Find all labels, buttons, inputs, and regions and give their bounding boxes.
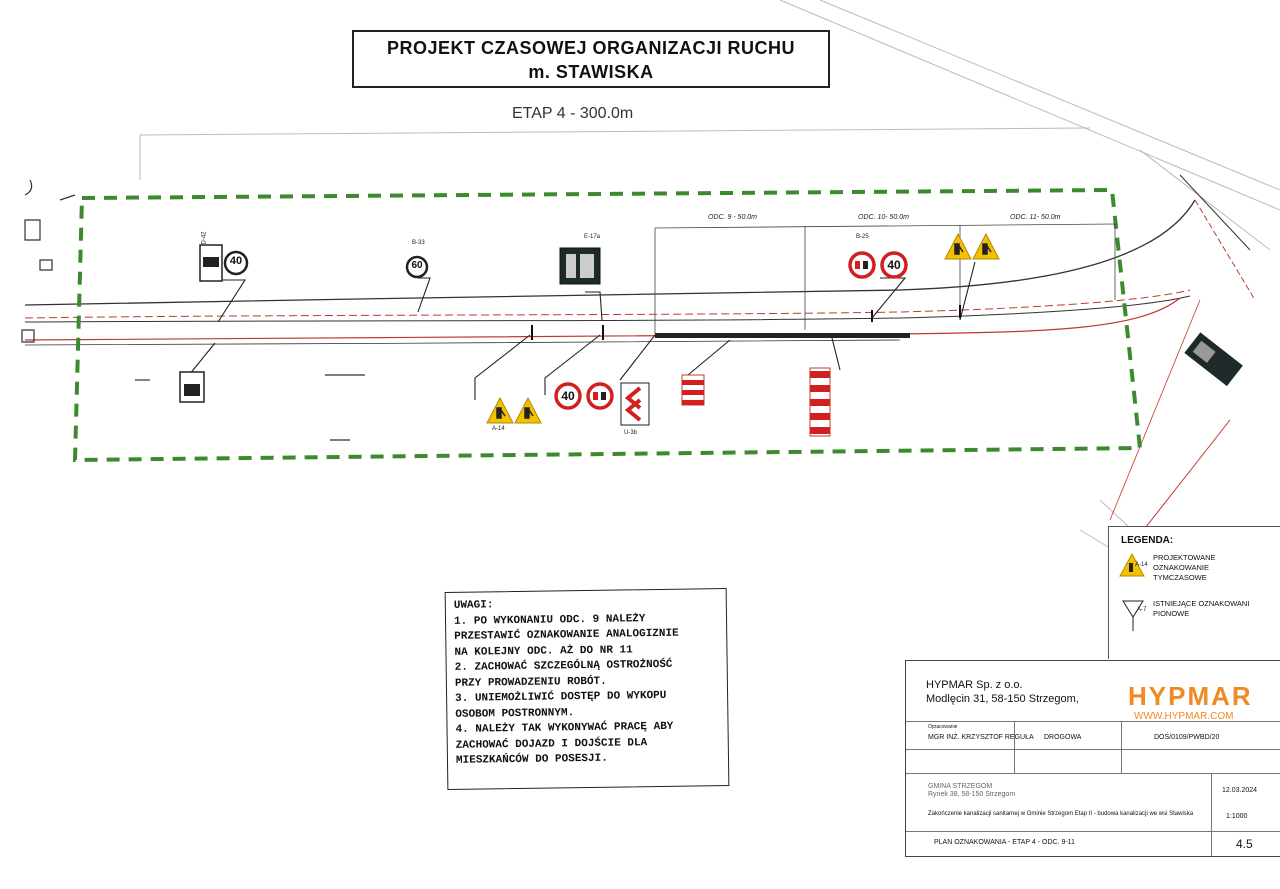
speed-limit-60: 60: [411, 260, 423, 271]
work-zone-boundary: [72, 187, 1143, 463]
drawing-name: PLAN OZNAKOWANIA - ETAP 4 - ODC. 9-11: [934, 839, 1075, 846]
roadworks-warning-icon: [486, 396, 542, 424]
title-block: HYPMAR Sp. z o.o. Modlęcin 31, 58-150 St…: [905, 660, 1280, 857]
investor-name: GMINA STRZEGOM: [928, 783, 993, 790]
barrier-large: [809, 367, 831, 442]
legend-item1-line2: OZNAKOWANIE: [1153, 563, 1209, 572]
drawing-title-box: PROJEKT CZASOWEJ ORGANIZACJI RUCHU m. ST…: [352, 30, 830, 88]
investor-address: Rynek 38, 58-150 Strzegom: [928, 791, 1016, 798]
barrier-small: [681, 374, 705, 411]
d42-sign-icon: [199, 244, 249, 282]
sheet-number: 4.5: [1236, 837, 1253, 851]
chevron-board-icon: [620, 382, 650, 426]
road-end-sign-icon: [179, 371, 205, 403]
company-website: WWW.HYPMAR.COM: [1134, 711, 1234, 722]
legend-item1-text: PROJEKTOWANE OZNAKOWANIE TYMCZASOWE: [1153, 553, 1216, 583]
excavation-strip: [655, 333, 910, 338]
e17a-board-icon: [559, 247, 601, 285]
b25-code: B-25: [856, 234, 869, 240]
designer-name: MGR INŻ. KRZYSZTOF REGUŁA: [928, 734, 1034, 741]
barrier-icon: [809, 367, 831, 437]
sign-a14-pair-upper: [944, 232, 1000, 267]
a14-code: A-14: [492, 426, 505, 432]
company-address: Modlęcin 31, 58-150 Strzegom,: [926, 693, 1079, 705]
segment-label-10: ODC. 10- 50.0m: [858, 214, 909, 221]
road-edges: [24, 174, 1256, 561]
hypmar-logo: HYPMAR: [1128, 681, 1253, 711]
legend-code-2: A-7: [1137, 607, 1147, 613]
segment-label-9: ODC. 9 - 50.0m: [708, 214, 758, 221]
barrier-icon: [681, 374, 705, 406]
existing-sign-icon: [1122, 600, 1144, 631]
legend-item2-line2: PIONOWE: [1153, 609, 1190, 618]
sign-lower-left: [178, 370, 206, 409]
drawing-scale: 1:1000: [1226, 813, 1248, 820]
drawing-title-line2: m. STAWISKA: [528, 62, 654, 82]
sign-b25-speed40-right: 40 B-25: [848, 234, 910, 285]
legend-item2-line1: ISTNIEJĄCE OZNAKOWANI: [1153, 599, 1250, 608]
speed-sign-icon: [554, 382, 614, 410]
notes-box: UWAGI: 1. PO WYKONANIU ODC. 9 NALEŻY PRZ…: [444, 588, 730, 790]
legend-title: LEGENDA:: [1121, 535, 1174, 546]
e17a-code: E-17a: [584, 234, 601, 240]
company-name: HYPMAR Sp. z o.o.: [926, 679, 1023, 691]
note-line: MIESZKAŃCÓW DO POSESJI.: [455, 752, 608, 767]
d42-code: D-42: [201, 231, 208, 245]
segment-label-11: ODC. 11- 50.0m: [1010, 214, 1061, 221]
sign-b33-speed60: 60 B-33: [404, 240, 430, 285]
legend-code-1: A-14: [1135, 562, 1148, 568]
speed-limit-40-lower: 40: [561, 389, 575, 403]
info-board-icon: [1184, 332, 1243, 387]
speed-limit-40-upper: 40: [229, 255, 243, 267]
speed-sign-icon: [405, 255, 429, 279]
drawing-title-line1: PROJEKT CZASOWEJ ORGANIZACJI RUCHU: [386, 38, 796, 58]
legend-item1-line1: PROJEKTOWANE: [1153, 553, 1216, 562]
project-name: Zakończenie kanalizacji sanitarnej w Gmi…: [928, 811, 1194, 817]
stage-label: ETAP 4 - 300.0m: [512, 105, 634, 122]
legend-item1-line3: TYMCZASOWE: [1153, 573, 1207, 582]
legend-item2-text: ISTNIEJĄCE OZNAKOWANI PIONOWE: [1153, 599, 1249, 619]
drawing-date: 12.03.2024: [1222, 787, 1258, 794]
license-number: DOŚ/0109/PWBD/20: [1154, 734, 1220, 741]
roadworks-warning-icon: [1119, 553, 1145, 577]
b33-code: B-33: [412, 240, 425, 246]
sign-e17a: E-17a: [558, 234, 602, 295]
sign-d42-speed40: 40 D-42: [198, 231, 250, 292]
sign-speed40-b25-lower: 40: [554, 381, 616, 416]
sign-board-right: [1178, 330, 1248, 395]
legend-box: LEGENDA: A-14 PROJEKTOWANE OZNAKOWANIE T…: [1108, 526, 1280, 659]
designer-label: Opracowanie: [928, 724, 958, 730]
sign-u3b: U-3b: [620, 382, 650, 436]
speed-limit-40-right: 40: [887, 258, 901, 272]
designer-specialty: DROGOWA: [1044, 734, 1082, 741]
u3b-code: U-3b: [624, 430, 638, 436]
roadworks-warning-icon: [944, 232, 1000, 260]
sign-a14-pair-lower: A-14: [486, 396, 542, 432]
b25-sign-icon: [848, 251, 908, 279]
